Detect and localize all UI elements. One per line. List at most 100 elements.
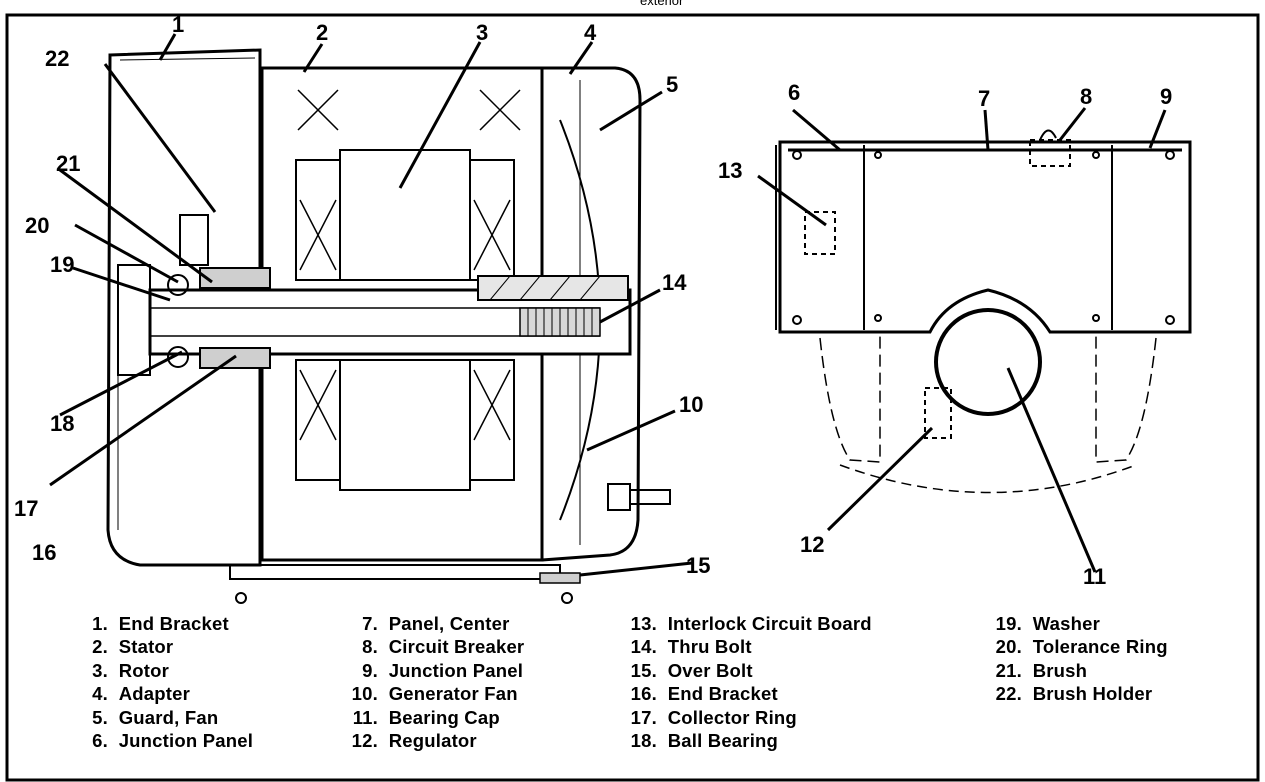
leader-lines [49,33,1167,577]
callout-18: 18 [50,411,74,436]
regulator-box [924,387,952,439]
legend-item-label: Panel, Center [388,613,510,634]
legend-item-label: End Bracket [667,683,778,705]
circuit-breaker-box [1029,139,1071,167]
legend-item-label: Brush [1032,659,1088,681]
legend-item-label: Regulator [388,730,477,752]
legend-item-label: Rotor [118,659,170,681]
legend-item-number: 8. [362,636,378,658]
callout-16: 16 [32,540,56,565]
legend-item: 12. Regulator [340,729,524,752]
legend-item-label: Ball Bearing [667,730,779,752]
legend-item: 22. Brush Holder [984,682,1168,705]
top-caption: exterior [640,0,684,8]
callout-1: 1 [172,12,184,37]
legend-item-number: 21. [995,659,1022,681]
legend-item-label: Over Bolt [667,659,753,681]
legend-item: 3. Rotor [80,659,253,682]
callout-6: 6 [788,80,800,105]
legend-item-number: 12. [351,730,378,752]
bearing-cap [934,308,1042,416]
rotor-body [339,149,471,281]
generator-cross-section [106,48,671,604]
legend-item: 2. Stator [80,635,253,658]
legend-item: 21. Brush [984,659,1168,682]
legend-item-number: 17. [630,706,657,728]
legend-item-number: 20. [995,636,1022,658]
callout-17: 17 [14,496,38,521]
legend-item-number: 19. [995,613,1022,634]
legend-item: 17. Collector Ring [620,706,872,729]
legend-item: 4. Adapter [80,682,253,705]
legend-item-label: Junction Panel [118,730,254,752]
legend-item: 7. Panel, Center [340,612,524,635]
legend-item-number: 7. [362,613,378,634]
legend-item-number: 18. [630,730,657,752]
callout-7: 7 [978,86,990,111]
legend-item-label: Interlock Circuit Board [667,613,872,634]
legend-item-number: 13. [630,613,657,634]
legend-item: 1. End Bracket [80,612,253,635]
over-bolt [229,564,561,580]
legend-item: 13. Interlock Circuit Board [620,612,872,635]
legend-item-number: 11. [352,706,378,728]
legend-item: 19. Washer [984,612,1168,635]
interlock-board-box [804,211,836,255]
legend-item-number: 1. [92,613,108,634]
lower-bracket [819,335,1157,463]
legend-item: 11. Bearing Cap [340,706,524,729]
legend-item: 14. Thru Bolt [620,635,872,658]
legend-item: 10. Generator Fan [340,682,524,705]
legend-item: 20. Tolerance Ring [984,635,1168,658]
legend-item-label: Circuit Breaker [388,636,525,658]
legend-item-label: End Bracket [118,613,229,634]
callout-19: 19 [50,252,74,277]
legend-item-label: Junction Panel [388,659,524,681]
callout-21: 21 [56,151,80,176]
legend-item: 6. Junction Panel [80,729,253,752]
legend-item-label: Guard, Fan [118,706,219,728]
legend-item: 9. Junction Panel [340,659,524,682]
callout-8: 8 [1080,84,1092,109]
legend-item-number: 6. [92,730,108,752]
junction-panel-assembly [775,129,1192,494]
legend-item: 18. Ball Bearing [620,729,872,752]
ball-bearing [167,274,189,296]
legend-item-label: Brush Holder [1032,683,1153,705]
legend-item-label: Bearing Cap [388,706,500,728]
legend-item-number: 16. [630,683,657,705]
legend-item-label: Thru Bolt [667,636,752,658]
legend-item-label: Adapter [118,683,190,705]
callout-2: 2 [316,20,328,45]
legend-item: 15. Over Bolt [620,659,872,682]
callout-14: 14 [662,270,687,295]
legend-item-number: 2. [92,636,108,658]
legend-item: 16. End Bracket [620,682,872,705]
callout-10: 10 [679,392,703,417]
legend-item-label: Collector Ring [667,706,797,728]
legend-item: 5. Guard, Fan [80,706,253,729]
callout-12: 12 [800,532,824,557]
panel-top-box [778,140,1192,334]
callout-labels: 1 2 3 4 5 6 7 8 9 10 11 12 13 14 15 16 1… [14,12,1172,589]
callout-5: 5 [666,72,678,97]
legend-item-number: 9. [362,659,378,681]
figure-frame [5,13,1260,782]
legend-item-number: 10. [351,683,378,705]
callout-13: 13 [718,158,742,183]
legend-item-number: 15. [630,659,657,681]
legend-item-number: 22. [995,683,1022,705]
callout-11: 11 [1083,564,1106,589]
legend-item-number: 3. [92,659,108,681]
callout-22: 22 [45,46,69,71]
legend-item-number: 14. [630,636,657,658]
callout-20: 20 [25,213,49,238]
callout-15: 15 [686,553,710,578]
legend-item-label: Washer [1032,613,1101,634]
